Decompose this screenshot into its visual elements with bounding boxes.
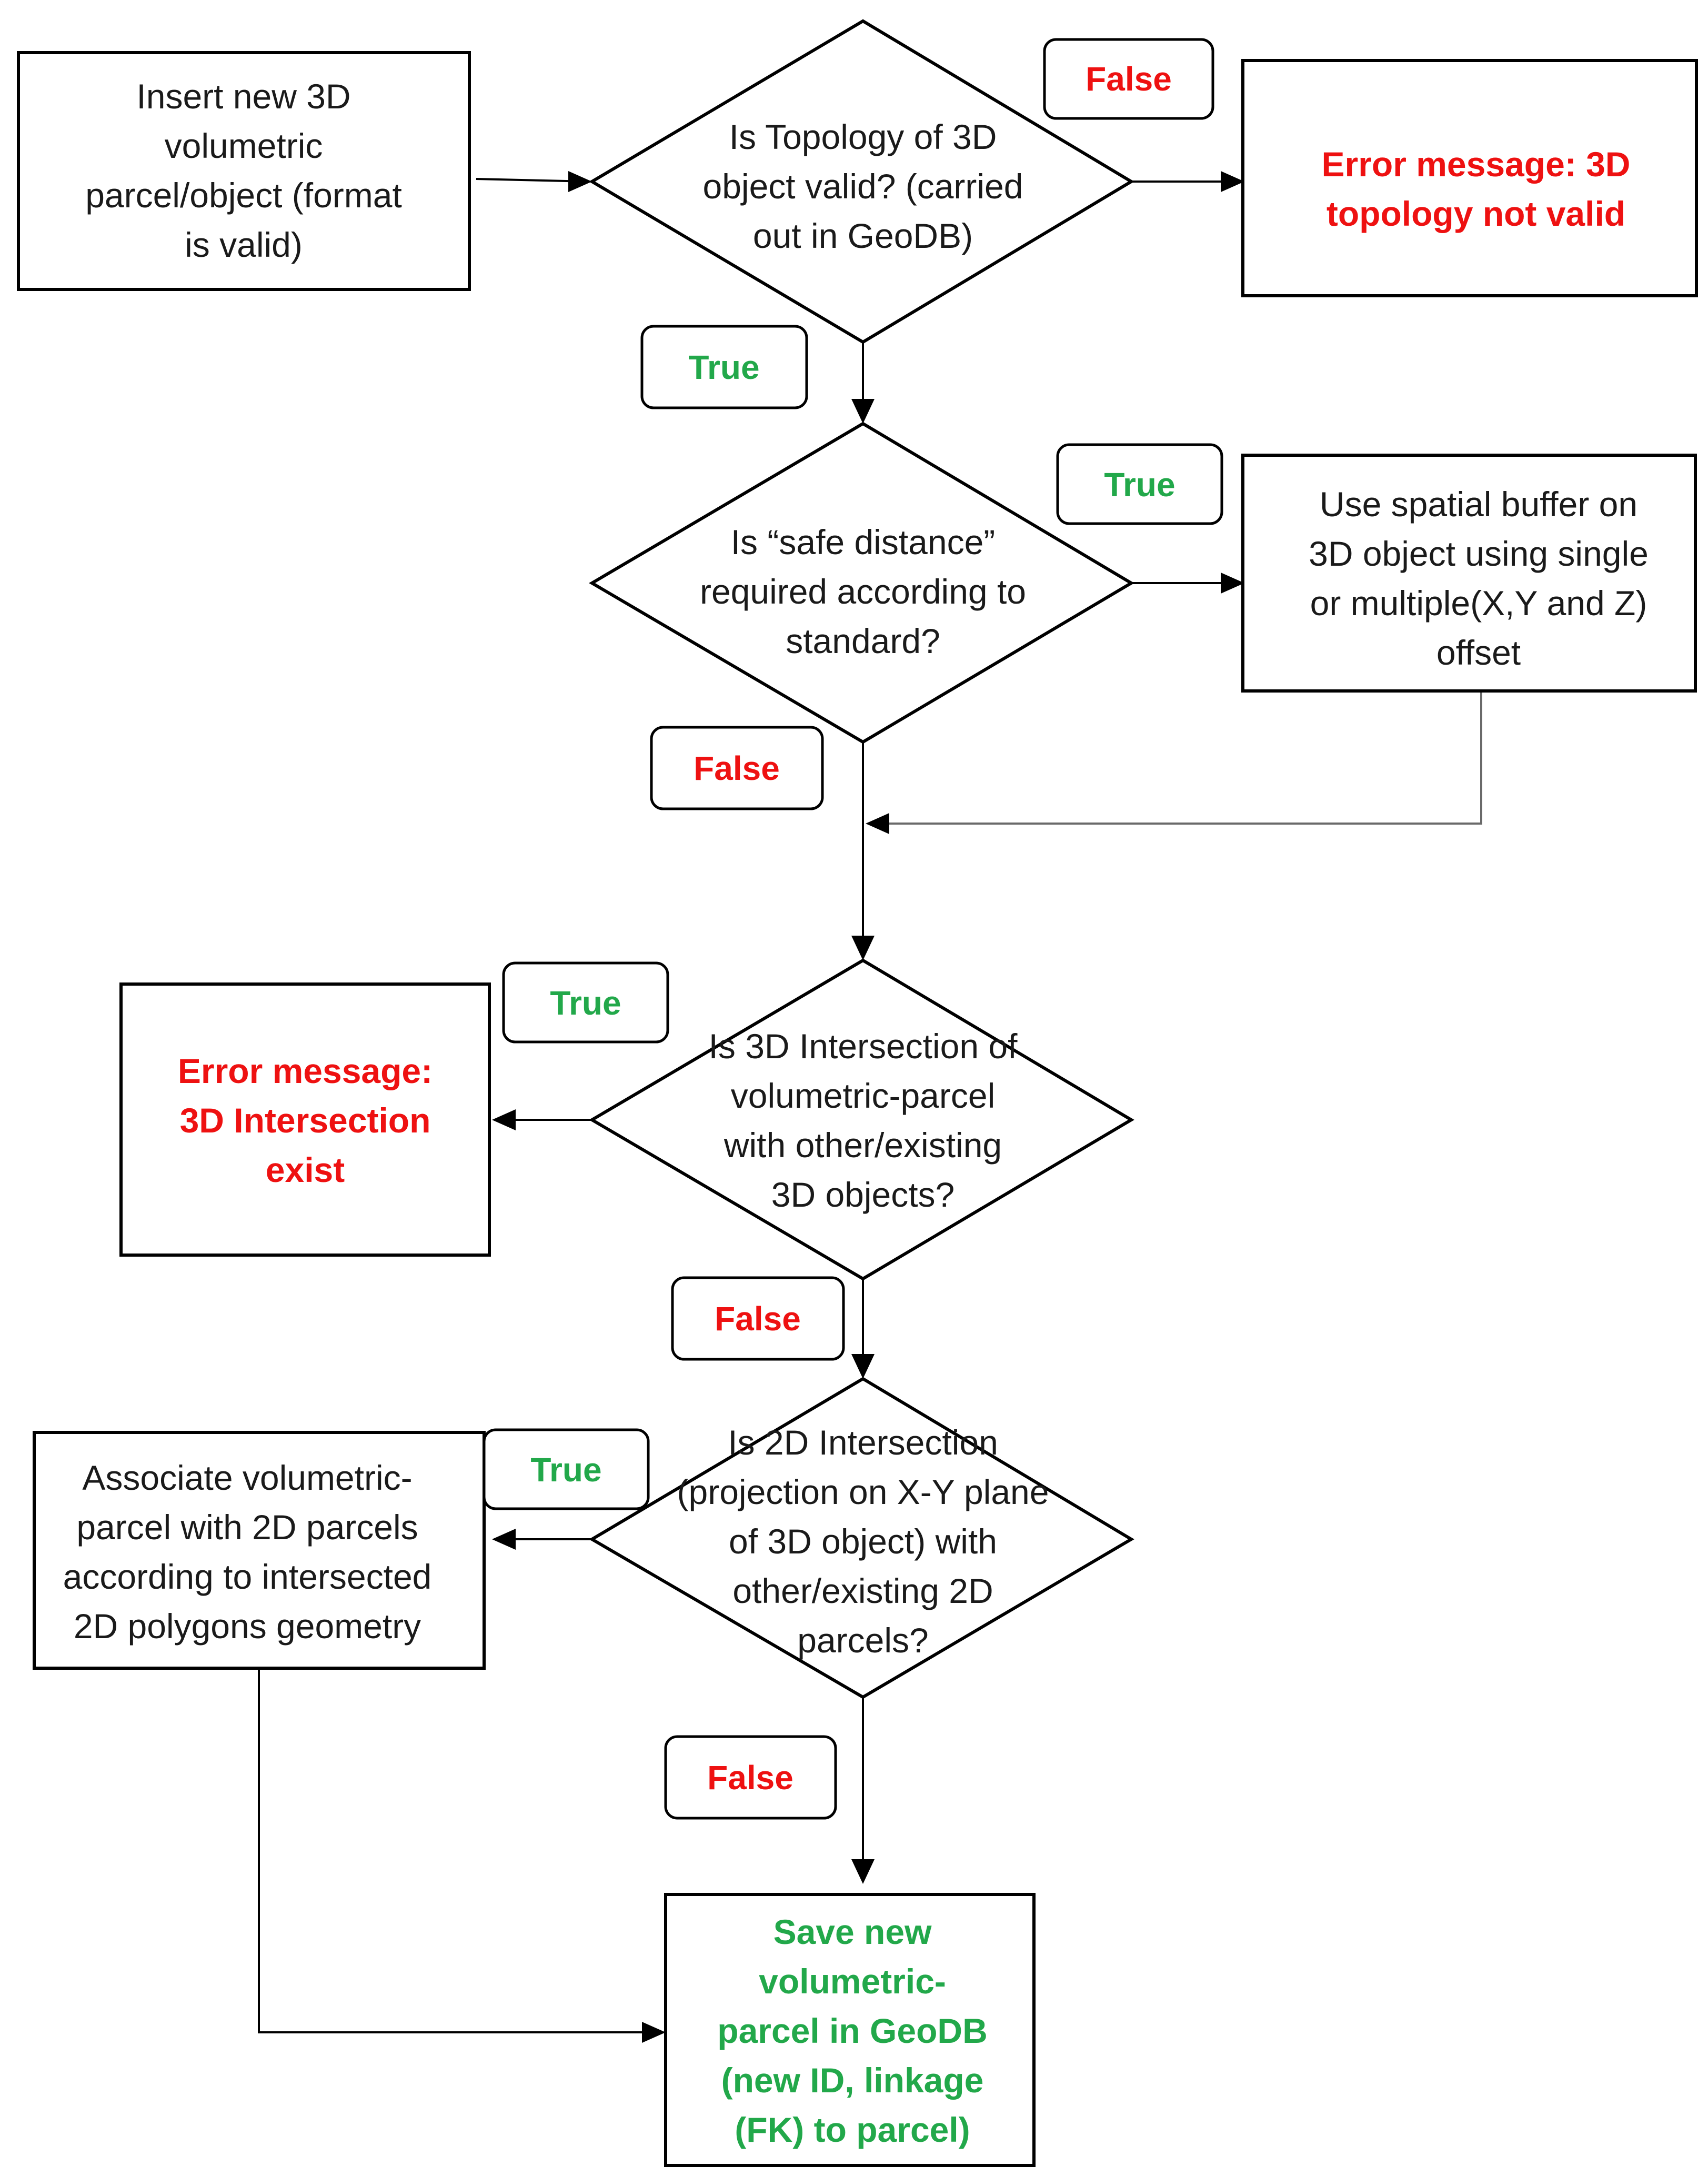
arrowhead-icon <box>492 1529 516 1550</box>
decision-intersection-3d-check: Is 3D Intersection of volumetric-parcel wi… <box>589 958 1134 1281</box>
spatial-buffer-box <box>1241 454 1697 693</box>
save-box <box>664 1893 1036 2167</box>
intersection-2d-check-line: parcels? <box>797 1621 928 1660</box>
node-insert: Insert new 3D volumetric parcel/object (fo… <box>17 51 471 291</box>
topology-check-diamond <box>589 19 1134 344</box>
decision-topology-check: Is Topology of 3D object valid? (carried o… <box>589 19 1134 344</box>
edge-label-int2d-false: False <box>664 1735 837 1820</box>
node-spatial-buffer: Use spatial buffer on 3D object using sin… <box>1241 454 1697 693</box>
node-intersection-3d-error: Error message: 3D Intersection exist <box>119 982 491 1257</box>
topology-error-text: Error message: 3D topology not valid <box>1322 145 1631 233</box>
svg-text:False: False <box>707 1759 793 1797</box>
topology-check-text: Is Topology of 3D object valid? (carried o… <box>703 117 1023 255</box>
svg-text:False: False <box>1086 60 1172 98</box>
decision-intersection-2d-check: Is 2D Intersection (projection on X-Y pla… <box>589 1377 1134 1699</box>
insert-line: Insert new 3D <box>136 77 350 116</box>
insert-line: volumetric <box>165 126 323 165</box>
edge-label-int2d-true: True <box>483 1428 650 1510</box>
topology-error-box <box>1241 59 1698 297</box>
svg-text:True: True <box>530 1451 601 1489</box>
save-line: volumetric- <box>759 1962 946 2001</box>
intersection-3d-check-diamond <box>589 958 1134 1281</box>
intersection-2d-check-line: of 3D object) with <box>729 1522 997 1561</box>
arrowhead-icon <box>851 1354 875 1379</box>
intersection-3d-error-line: Error message: <box>178 1051 433 1090</box>
topology-check-line: out in GeoDB) <box>753 216 973 255</box>
edge-label-int3d-true: True <box>502 961 669 1044</box>
insert-text: Insert new 3D volumetric parcel/object (fo… <box>85 77 402 264</box>
safe-distance-check-text: Is “safe distance” required according to s… <box>700 523 1026 660</box>
edge-label-topology-false: False <box>1043 38 1214 120</box>
spatial-buffer-line: offset <box>1436 633 1521 672</box>
spatial-buffer-line: or multiple(X,Y and Z) <box>1310 584 1647 623</box>
arrowhead-icon <box>1221 573 1244 594</box>
intersection-2d-check-diamond <box>589 1377 1134 1699</box>
insert-line: is valid) <box>185 225 303 264</box>
svg-text:False: False <box>694 749 780 787</box>
save-line: (FK) to parcel) <box>735 2110 970 2149</box>
insert-box <box>17 51 471 291</box>
spatial-buffer-line: Use spatial buffer on <box>1320 485 1637 524</box>
save-text: Save new volumetric-parcel in GeoDB (new I… <box>717 1912 987 2149</box>
arrowhead-icon <box>492 1109 516 1130</box>
save-line: (new ID, linkage <box>721 2061 984 2100</box>
edge-label-int3d-false: False <box>671 1276 845 1361</box>
svg-text:True: True <box>550 984 621 1022</box>
associate-line: parcel with 2D parcels <box>76 1508 418 1547</box>
edges <box>258 171 1482 2043</box>
intersection-3d-check-line: Is 3D Intersection of <box>709 1027 1018 1066</box>
arrowhead-icon <box>851 399 875 424</box>
intersection-3d-check-text: Is 3D Intersection of volumetric-parcel wi… <box>709 1027 1018 1214</box>
svg-text:True: True <box>1104 466 1175 504</box>
save-line: Save new <box>773 1912 932 1951</box>
insert-line: parcel/object (format <box>85 176 402 215</box>
edge-label-topology-true: True <box>640 325 808 409</box>
intersection-3d-check-line: volumetric-parcel <box>731 1076 995 1115</box>
svg-text:True: True <box>688 348 759 386</box>
arrowhead-icon <box>642 2022 666 2043</box>
associate-text: Associate volumetric-parcel with 2D parc… <box>63 1458 432 1646</box>
associate-line: 2D polygons geometry <box>74 1607 421 1646</box>
safe-distance-check-diamond <box>589 422 1134 744</box>
topology-error-line: topology not valid <box>1327 194 1625 233</box>
arrowhead-icon <box>866 813 889 834</box>
edge-label-safe-false: False <box>650 726 824 810</box>
intersection-2d-check-text: Is 2D Intersection (projection on X-Y pla… <box>677 1423 1049 1660</box>
intersection-3d-error-line: exist <box>266 1150 345 1189</box>
intersection-2d-check-line: other/existing 2D <box>732 1571 993 1610</box>
intersection-2d-check-line: Is 2D Intersection <box>728 1423 998 1462</box>
intersection-3d-error-text: Error message: 3D Intersection exist <box>178 1051 433 1189</box>
associate-line: according to intersected <box>63 1557 432 1596</box>
edge-associate-to-save <box>258 1668 652 2033</box>
svg-text:False: False <box>715 1300 801 1338</box>
safe-distance-check-line: required according to <box>700 572 1026 611</box>
edge-buffer-to-merge <box>873 692 1482 825</box>
intersection-3d-check-line: with other/existing <box>724 1126 1002 1165</box>
topology-check-line: Is Topology of 3D <box>729 117 997 156</box>
spatial-buffer-line: 3D object using single <box>1309 534 1649 573</box>
save-line: parcel in GeoDB <box>717 2011 987 2050</box>
arrowhead-icon <box>851 1859 875 1884</box>
safe-distance-check-line: standard? <box>786 621 940 660</box>
node-save: Save new volumetric-parcel in GeoDB (new I… <box>664 1893 1036 2167</box>
node-topology-error: Error message: 3D topology not valid <box>1241 59 1698 297</box>
intersection-3d-error-box <box>119 982 491 1257</box>
intersection-3d-error-line: 3D Intersection <box>180 1101 431 1140</box>
associate-line: Associate volumetric- <box>82 1458 412 1497</box>
arrowhead-icon <box>1221 171 1244 192</box>
topology-check-line: object valid? (carried <box>703 167 1023 206</box>
arrowhead-icon <box>851 936 875 960</box>
safe-distance-check-line: Is “safe distance” <box>731 523 996 561</box>
associate-box <box>33 1431 486 1670</box>
topology-error-line: Error message: 3D <box>1322 145 1631 184</box>
edge-label-safe-true: True <box>1056 443 1223 525</box>
arrowhead-icon <box>568 171 592 192</box>
spatial-buffer-text: Use spatial buffer on 3D object using sin… <box>1309 485 1649 672</box>
intersection-2d-check-line: (projection on X-Y plane <box>677 1472 1049 1511</box>
decision-safe-distance-check: Is “safe distance” required according to s… <box>589 422 1134 744</box>
intersection-3d-check-line: 3D objects? <box>771 1175 955 1214</box>
node-associate: Associate volumetric-parcel with 2D parc… <box>33 1431 486 1670</box>
